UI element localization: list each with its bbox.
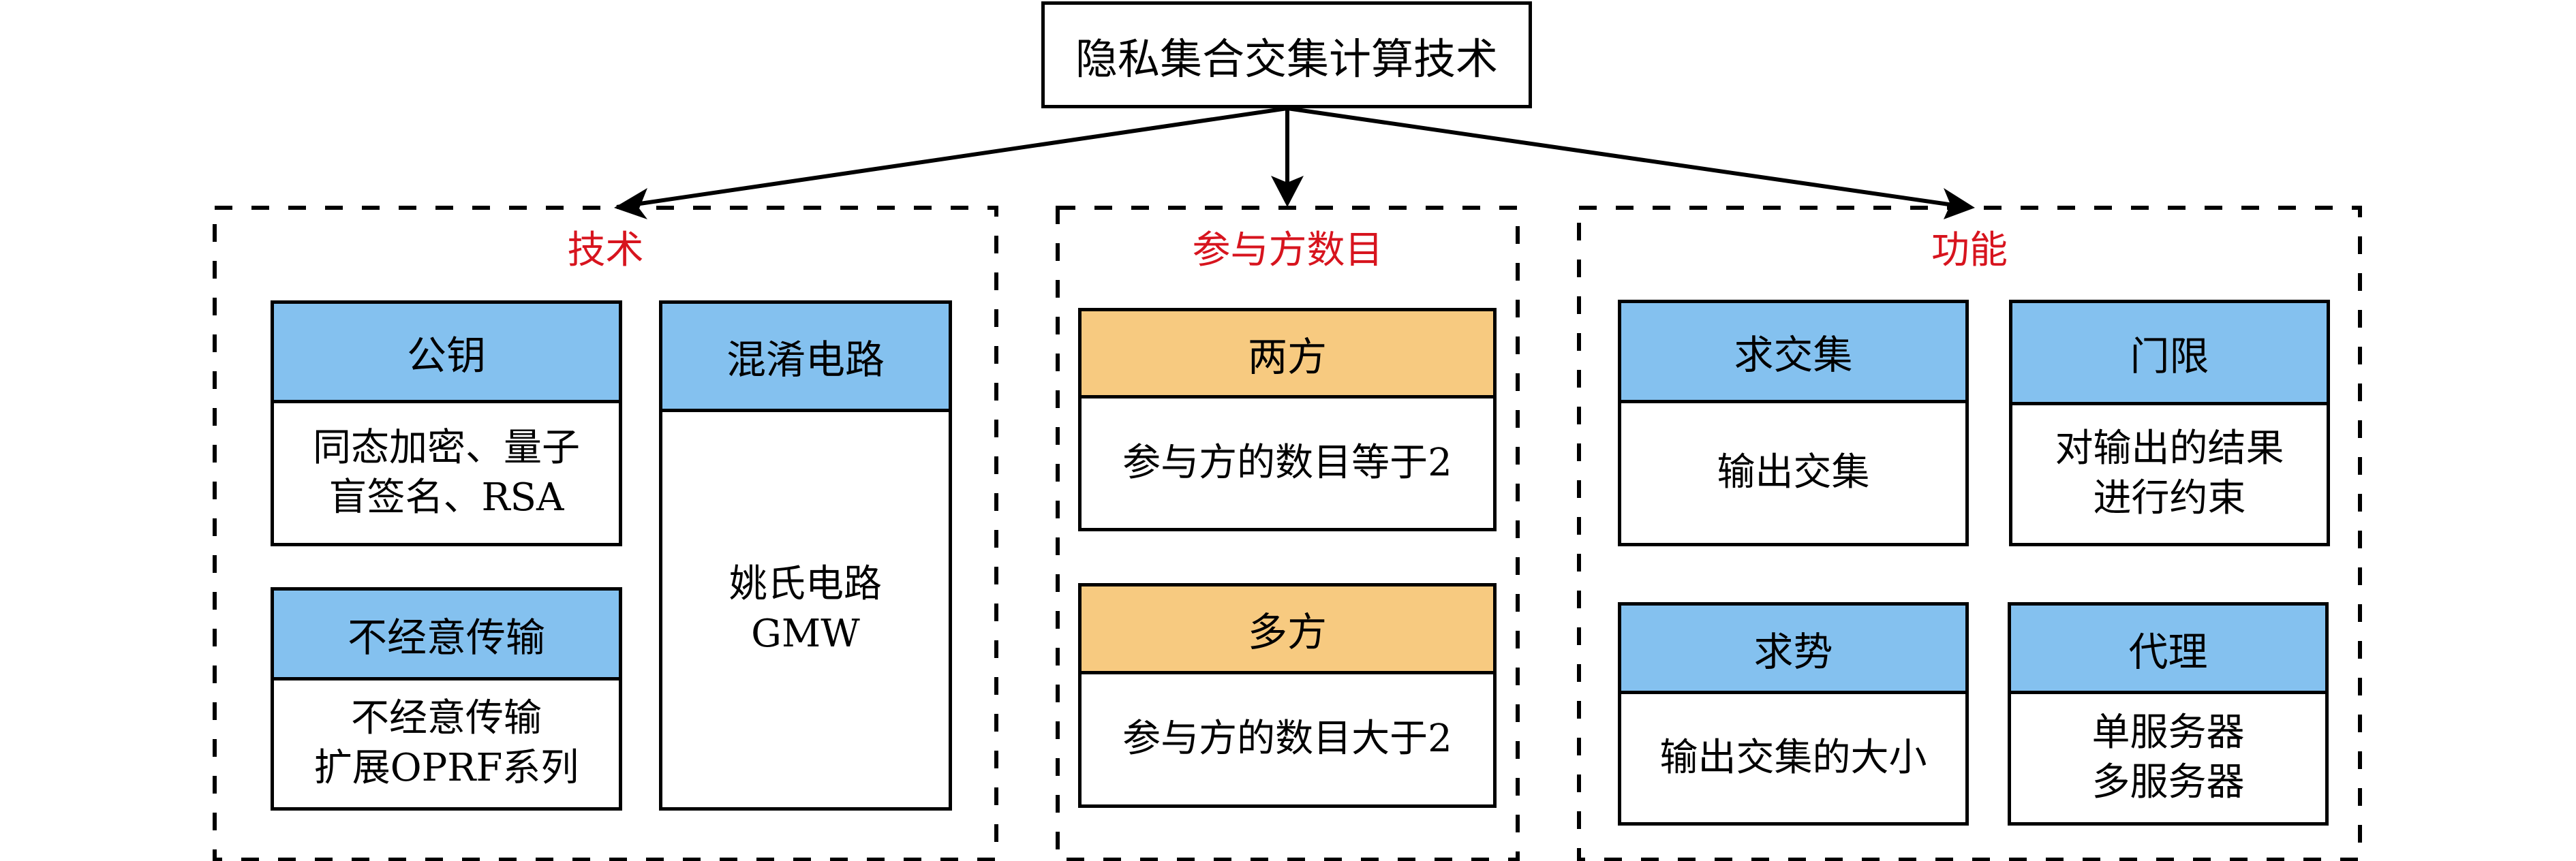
card-threshold: 门限 对输出的结果 进行约束 <box>2009 300 2330 546</box>
card-garbled-circuit: 混淆电路 姚氏电路 GMW <box>659 300 952 811</box>
card-body: 姚氏电路 GMW <box>662 412 949 807</box>
group-frame-technique <box>213 206 998 861</box>
group-label-function: 功能 <box>1931 228 2008 272</box>
card-header: 两方 <box>1082 311 1493 398</box>
card-proxy: 代理 单服务器 多服务器 <box>2008 602 2329 826</box>
card-line: 多服务器 <box>2091 760 2245 804</box>
card-body: 参与方的数目大于2 <box>1082 674 1493 804</box>
card-oblivious-transfer: 不经意传输 不经意传输 扩展OPRF系列 <box>271 587 622 811</box>
card-body: 输出交集 <box>1621 403 1965 543</box>
card-line: 扩展OPRF系列 <box>313 746 579 790</box>
card-intersection: 求交集 输出交集 <box>1618 300 1969 546</box>
group-frame-participants <box>1056 206 1520 861</box>
arrowhead-function <box>1944 188 1975 219</box>
root-title: 隐私集合交集计算技术 <box>1075 33 1498 84</box>
card-header: 求交集 <box>1621 303 1965 403</box>
card-line: 同态加密、量子 <box>313 425 580 470</box>
card-cardinality: 求势 输出交集的大小 <box>1618 602 1969 826</box>
card-body: 单服务器 多服务器 <box>2011 694 2325 822</box>
group-label-technique: 技术 <box>567 228 644 272</box>
arrow-to-function <box>1287 106 1963 208</box>
card-body: 不经意传输 扩展OPRF系列 <box>274 680 619 807</box>
card-two-party: 两方 参与方的数目等于2 <box>1078 308 1497 531</box>
group-label-participants: 参与方数目 <box>1192 228 1383 272</box>
card-header: 不经意传输 <box>274 591 619 680</box>
card-line: 盲签名、RSA <box>328 475 564 520</box>
card-line: 对输出的结果 <box>2055 426 2284 471</box>
card-multi-party: 多方 参与方的数目大于2 <box>1078 583 1497 808</box>
card-header: 混淆电路 <box>662 304 949 412</box>
card-line: 参与方的数目大于2 <box>1122 717 1452 762</box>
card-public-key: 公钥 同态加密、量子 盲签名、RSA <box>271 300 622 546</box>
card-line: 输出交集的大小 <box>1659 735 1927 780</box>
root-node: 隐私集合交集计算技术 <box>1041 1 1532 108</box>
card-body: 输出交集的大小 <box>1621 694 1965 822</box>
card-line: GMW <box>751 612 860 656</box>
card-body: 同态加密、量子 盲签名、RSA <box>274 403 619 543</box>
card-line: 输出交集 <box>1717 450 1870 495</box>
card-line: 不经意传输 <box>351 696 542 741</box>
card-header: 公钥 <box>274 304 619 403</box>
card-line: 姚氏电路 <box>729 562 882 607</box>
arrow-to-technique <box>616 106 1288 209</box>
card-body: 对输出的结果 进行约束 <box>2012 405 2327 543</box>
card-line: 参与方的数目等于2 <box>1122 440 1452 485</box>
card-line: 单服务器 <box>2091 710 2245 755</box>
card-header: 多方 <box>1082 586 1493 674</box>
card-header: 门限 <box>2012 303 2327 405</box>
card-header: 求势 <box>1621 606 1965 694</box>
card-header: 代理 <box>2011 606 2325 694</box>
card-body: 参与方的数目等于2 <box>1082 398 1493 528</box>
arrowhead-technique <box>614 188 647 219</box>
arrowhead-participants <box>1271 176 1304 207</box>
group-frame-function <box>1577 206 2362 861</box>
card-line: 进行约束 <box>2093 476 2246 520</box>
